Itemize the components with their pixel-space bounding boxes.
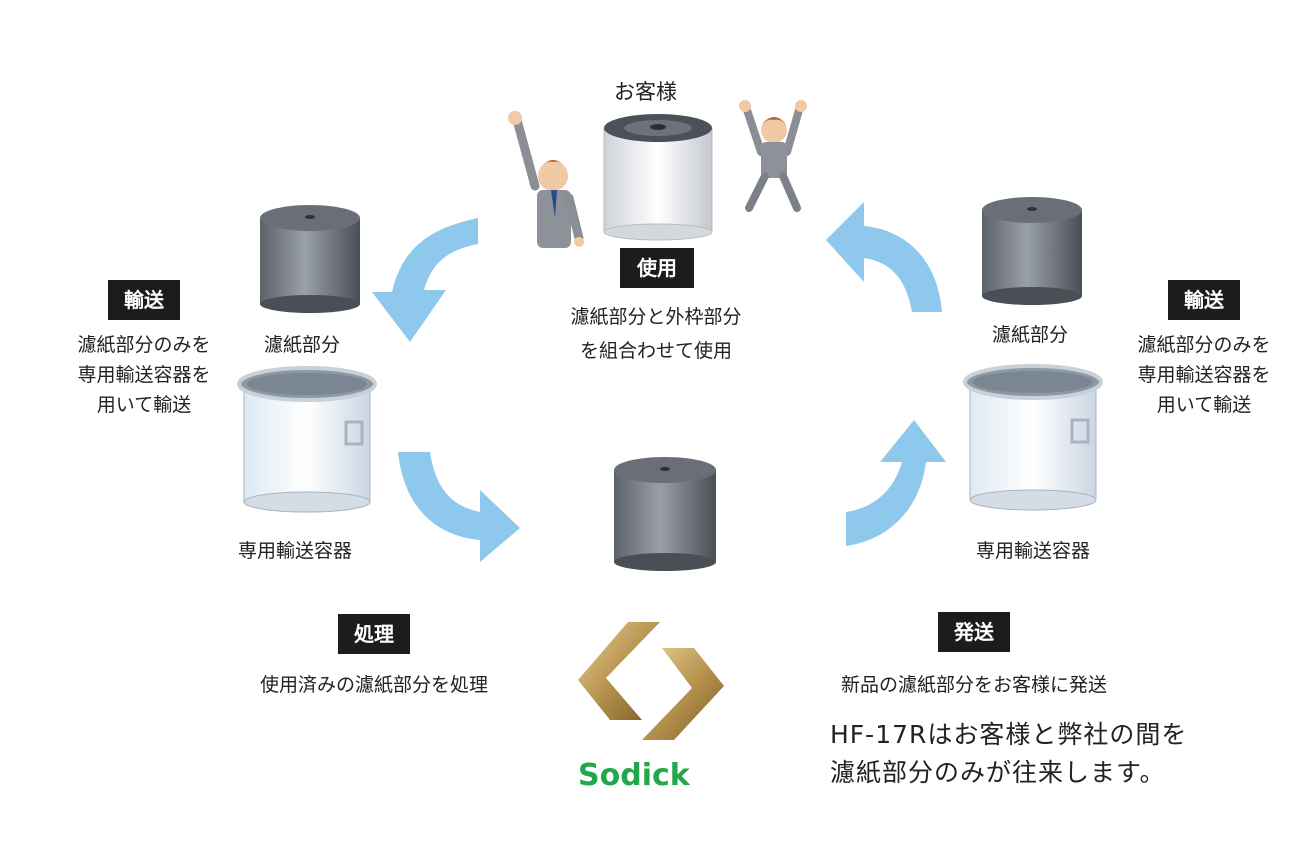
process-tag: 処理 [338,614,410,654]
ship-description: 新品の濾紙部分をお客様に発送 [840,674,1107,696]
left-transport-desc-2: 専用輸送容器を [77,364,211,386]
left-transport-desc-3: 用いて輸送 [96,394,192,416]
process-description: 使用済みの濾紙部分を処理 [259,674,488,696]
arrow-top-left [372,218,478,342]
right-transport-desc-2: 専用輸送容器を [1137,364,1271,386]
ship-tag: 発送 [938,612,1010,652]
use-tag: 使用 [620,248,694,288]
arrow-bottom-left [398,452,520,562]
left-transport-desc-1: 濾紙部分のみを [77,334,211,356]
arrow-bottom-right [846,420,946,546]
person-left-icon [508,111,584,248]
right-filter-cartridge-illustration [982,197,1082,305]
sodick-logo-mark [578,622,724,740]
customer-label: お客様 [614,80,677,104]
summary-line-1: HF-17Rはお客様と弊社の間を [830,720,1188,749]
person-right-icon [739,100,807,212]
right-container-label: 専用輸送容器 [976,540,1091,562]
use-description-line-2: を組合わせて使用 [579,340,732,362]
left-filter-label: 濾紙部分 [264,334,341,356]
arrow-top-right [826,202,942,312]
right-filter-label: 濾紙部分 [992,324,1069,346]
center-filter-cartridge-illustration [614,457,716,571]
right-transport-desc-1: 濾紙部分のみを [1137,334,1271,356]
right-container-illustration [963,364,1103,511]
right-transport-desc-3: 用いて輸送 [1156,394,1252,416]
right-transport-tag: 輸送 [1168,280,1240,320]
summary-line-2: 濾紙部分のみが往来します。 [830,758,1166,787]
filter-assembled-illustration [603,114,713,241]
left-container-label: 専用輸送容器 [238,540,353,562]
sodick-logo-text: Sodick [578,758,690,793]
left-filter-cartridge-illustration [260,205,360,313]
use-description-line-1: 濾紙部分と外枠部分 [570,306,742,328]
left-transport-tag: 輸送 [108,280,180,320]
left-container-illustration [237,366,377,513]
